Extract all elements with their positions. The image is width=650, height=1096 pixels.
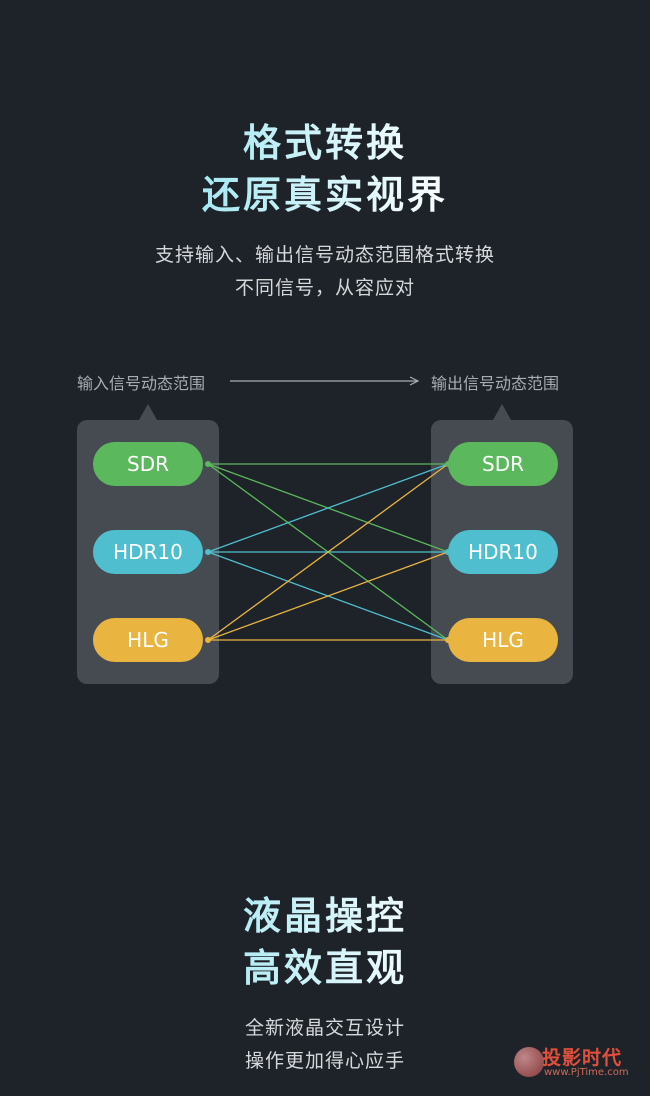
- arrow-line: [230, 376, 420, 386]
- input-hdr10-pill: HDR10: [93, 530, 203, 574]
- section2-desc-line1: 全新液晶交互设计: [244, 1017, 405, 1039]
- link-hdr10-sdr: [207, 463, 449, 553]
- link-hlg-sdr: [207, 463, 449, 641]
- section2-title-line2: 高效直观: [0, 937, 650, 992]
- link-hlg-hdr10: [207, 551, 449, 641]
- section2-desc-line2: 操作更加得心应手: [244, 1050, 405, 1072]
- dot-in-sdr: [205, 461, 211, 467]
- output-hdr10-pill: HDR10: [448, 530, 558, 574]
- section1-title-line2: 还原真实视界: [0, 164, 650, 219]
- output-range-label: 输出信号动态范围: [431, 374, 560, 393]
- watermark-brand: 投影时代: [542, 1047, 623, 1069]
- section1-title-line1: 格式转换: [0, 112, 650, 167]
- output-panel-notch: [493, 404, 511, 420]
- dot-in-hdr10: [205, 549, 211, 555]
- input-sdr-pill: SDR: [93, 442, 203, 486]
- watermark-logo: 投影时代 www.PjTime.com: [514, 1043, 644, 1083]
- input-panel-notch: [139, 404, 157, 420]
- output-hlg-pill: HLG: [448, 618, 558, 662]
- watermark-url: www.PjTime.com: [544, 1067, 629, 1078]
- globe-icon: [514, 1047, 544, 1077]
- section1-desc-line2: 不同信号，从容应对: [234, 277, 415, 299]
- input-hlg-pill: HLG: [93, 618, 203, 662]
- output-sdr-pill: SDR: [448, 442, 558, 486]
- input-range-label: 输入信号动态范围: [77, 374, 206, 393]
- section2-title-line1: 液晶操控: [0, 885, 650, 940]
- section1-desc-line1: 支持输入、输出信号动态范围格式转换: [154, 244, 495, 266]
- dot-in-hlg: [205, 637, 211, 643]
